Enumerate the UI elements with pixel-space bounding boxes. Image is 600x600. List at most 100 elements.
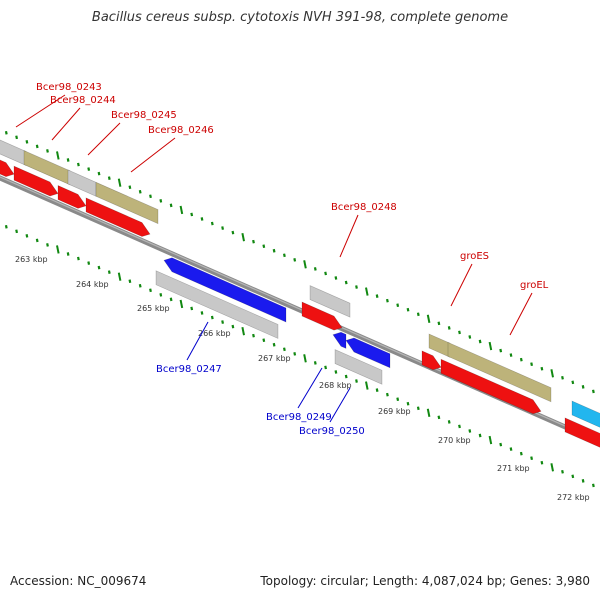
upper-scale-tick: [231, 230, 235, 235]
gene-label-bcer98_0246: Bcer98_0246: [148, 125, 214, 136]
gene-leader-line: [297, 367, 323, 409]
upper-scale-tick: [561, 375, 564, 380]
cds-arrow-bcer98-0249: [332, 331, 347, 349]
lower-scale-tick: [97, 265, 101, 270]
gene-label-bcer98_0248: Bcer98_0248: [331, 202, 397, 213]
upper-scale-tick: [169, 203, 173, 208]
lower-scale-tick: [550, 463, 554, 472]
genome-backbone: [0, 175, 600, 446]
cds-arrow-bcer98-0247: [163, 257, 287, 323]
upper-scale-tick: [200, 217, 204, 221]
lower-scale-tick: [334, 370, 338, 374]
upper-scale-tick: [499, 348, 503, 353]
lower-scale-tick: [530, 456, 533, 461]
gene-leader-line: [329, 387, 351, 423]
lower-scale-tick: [221, 320, 224, 324]
upper-scale-tick: [190, 212, 194, 217]
upper-scale-tick: [56, 151, 60, 160]
lower-scale-tick: [561, 469, 564, 474]
lower-scale-tick: [324, 365, 327, 370]
upper-scale-tick: [488, 341, 493, 351]
gene-label-bcer98_0247: Bcer98_0247: [156, 364, 222, 375]
gene-box-bcer98-0247: [155, 270, 279, 339]
gene-label-bcer98_0249: Bcer98_0249: [266, 412, 332, 423]
scale-tick-label: 268 kbp: [319, 381, 352, 390]
lower-scale-tick: [46, 243, 49, 247]
lower-scale-tick: [519, 451, 523, 456]
cyan-feature-box: [571, 400, 600, 428]
scale-tick-label: 271 kbp: [497, 464, 530, 473]
gene-label-bcer98_0250: Bcer98_0250: [299, 426, 365, 437]
upper-scale-tick: [540, 366, 544, 371]
lower-scale-tick: [77, 256, 80, 261]
lower-scale-tick: [416, 406, 420, 411]
lower-scale-tick: [87, 261, 91, 265]
upper-scale-tick: [478, 339, 482, 344]
lower-scale-tick: [365, 381, 369, 390]
cds-arrow-bcer98-0243: [0, 159, 15, 177]
gene-leader-line: [87, 122, 121, 156]
gene-box-bcer98-0243: [0, 139, 27, 166]
map-title: Bacillus cereus subsp. cytotoxis NVH 391…: [91, 10, 509, 25]
lower-scale-tick: [478, 433, 482, 438]
cds-arrow-bcer98-0246: [85, 197, 151, 237]
upper-scale-tick: [519, 357, 523, 362]
lower-scale-tick: [252, 333, 255, 338]
upper-scale-tick: [509, 353, 513, 357]
gene-box-bcer98-0250: [334, 349, 383, 385]
scale-tick-label: 265 kbp: [137, 304, 170, 313]
lower-scale-tick: [540, 460, 544, 465]
lower-scale-tick: [190, 306, 194, 311]
lower-scale-tick: [406, 401, 410, 406]
lower-scale-tick: [15, 229, 18, 234]
upper-scale-tick: [468, 335, 472, 339]
upper-scale-tick: [221, 226, 224, 230]
upper-scale-tick: [128, 185, 132, 190]
lower-scale-tick: [468, 429, 472, 433]
upper-scale-tick: [77, 162, 80, 167]
lower-scale-tick: [4, 224, 8, 229]
upper-scale-tick: [416, 312, 420, 317]
gene-leader-line: [186, 321, 209, 361]
lower-scale-tick: [66, 252, 70, 256]
upper-scale-tick: [406, 307, 410, 312]
lower-scale-tick: [571, 474, 575, 479]
lower-scale-tick: [458, 424, 461, 429]
upper-scale-tick: [25, 140, 29, 144]
upper-scale-tick: [117, 178, 122, 187]
lower-scale-tick: [581, 479, 585, 483]
upper-scale-tick: [334, 276, 338, 280]
lower-scale-tick: [426, 408, 431, 418]
upper-scale-tick: [252, 239, 255, 244]
upper-scale-tick: [458, 330, 461, 335]
lower-scale-tick: [272, 342, 276, 347]
upper-scale-tick: [365, 287, 369, 296]
lower-scale-tick: [488, 435, 493, 445]
lower-scale-tick: [592, 483, 595, 488]
upper-scale-tick: [87, 167, 91, 171]
lower-scale-tick: [447, 420, 451, 424]
gene-box-bcer98-0246: [95, 181, 159, 225]
upper-scale-tick: [46, 149, 49, 153]
gene-label-bcer98_0245: Bcer98_0245: [111, 110, 177, 121]
gene-leader-line: [130, 137, 176, 173]
lower-scale-tick: [386, 392, 389, 397]
lower-scale-tick: [262, 338, 266, 343]
lower-scale-tick: [293, 352, 297, 356]
cds-arrow-bcer98-0250: [345, 337, 391, 369]
upper-scale-tick: [375, 294, 379, 298]
gene-box-groes: [428, 333, 451, 358]
upper-scale-tick: [149, 194, 152, 199]
lower-scale-tick: [509, 447, 513, 451]
cds-arrow-bcer98-0245: [57, 185, 87, 209]
upper-scale-tick: [35, 144, 39, 149]
gene-leader-line: [51, 107, 81, 141]
lower-scale-tick: [169, 297, 173, 302]
gene-box-groel: [447, 341, 552, 403]
genome-summary-text: Topology: circular; Length: 4,087,024 bp…: [260, 574, 590, 588]
upper-scale-tick: [179, 205, 184, 215]
accession-text: Accession: NC_009674: [10, 574, 147, 588]
cds-arrow-edge: [564, 417, 600, 448]
lower-scale-tick: [107, 270, 111, 274]
upper-scale-tick: [241, 232, 245, 242]
